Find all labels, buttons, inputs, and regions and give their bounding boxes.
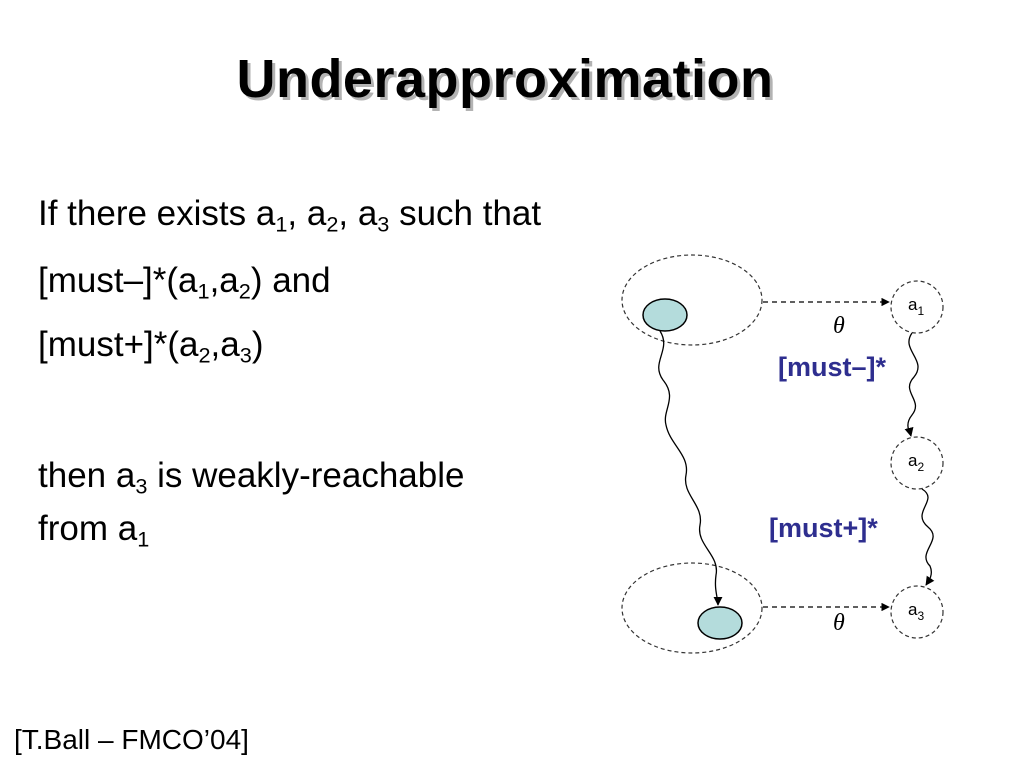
node-a2-circle: [890, 436, 944, 490]
concrete-path-arrow: [658, 330, 723, 606]
node-a2-label: a2: [908, 451, 924, 474]
conclusion-line-1: then a3 is weakly-reachable: [38, 456, 465, 499]
slide-title: Underapproximation: [236, 49, 774, 109]
top-concrete-state: [642, 298, 688, 332]
node-a1-label: a1: [908, 295, 924, 318]
node-a1-circle: [890, 280, 944, 334]
must-minus-label: [must–]*: [778, 352, 887, 382]
condition-line-1: If there exists a1, a2, a3 such that: [38, 194, 542, 237]
condition-line-2: [must–]*(a1,a2) and: [38, 261, 331, 304]
node-a3-circle: [890, 585, 944, 639]
must-plus-arrow: [921, 488, 935, 586]
top-abstract-state: [621, 254, 763, 346]
citation: [T.Ball – FMCO’04]: [14, 724, 249, 755]
theta-label-bottom: θ: [833, 610, 845, 636]
node-a3-label: a3: [908, 600, 924, 623]
bottom-abstract-state: [621, 562, 763, 654]
theta-label-top: θ: [833, 313, 845, 339]
must-minus-arrow: [904, 332, 919, 437]
bottom-concrete-state: [697, 606, 743, 640]
conclusion-line-2: from a1: [38, 509, 150, 552]
condition-line-3: [must+]*(a2,a3): [38, 325, 264, 368]
must-plus-label: [must+]*: [769, 513, 878, 543]
